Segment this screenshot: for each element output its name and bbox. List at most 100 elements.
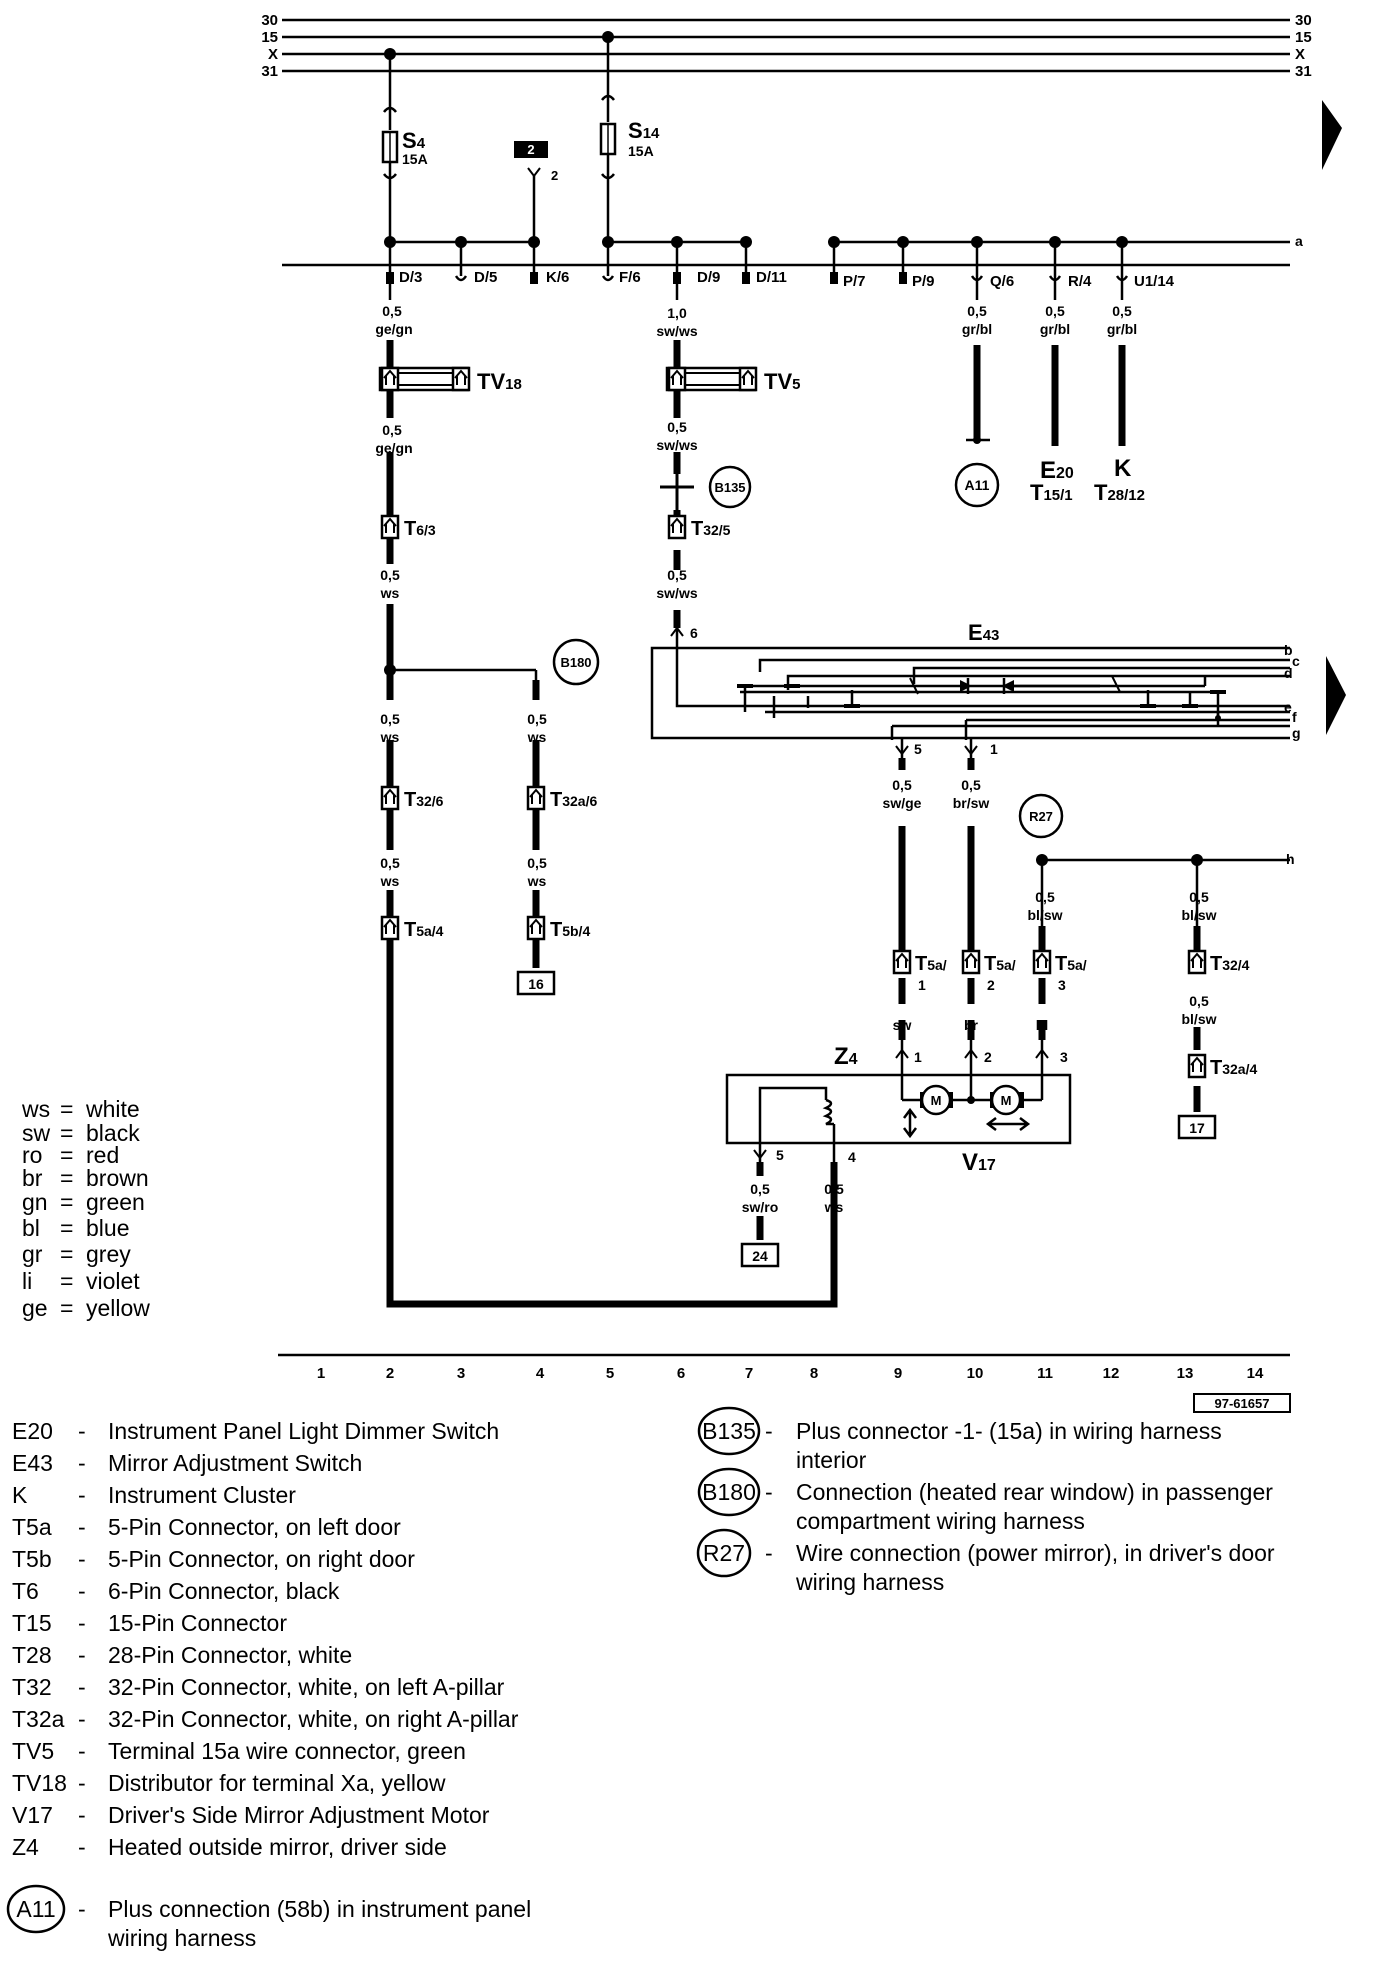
svg-text:0,5bl/sw: 0,5bl/sw — [1181, 889, 1216, 923]
ck-3-eq: = — [60, 1165, 73, 1191]
lg-11-dash: - — [78, 1770, 86, 1796]
w9-size: 0,5 — [967, 303, 987, 319]
connector-t5a-3: T5a/ 3 — [1032, 949, 1087, 993]
w5-size: 0,5 — [380, 855, 400, 871]
connector-t5a-2: T5a/ 2 — [961, 949, 1016, 993]
mirror-pin-3: 3 — [1060, 1049, 1068, 1065]
connector-t32-4: T32/4 — [1187, 949, 1250, 975]
t5a-2-sub: 5a/ — [996, 957, 1016, 973]
bus-labels-left: 30 15 X 31 — [261, 12, 278, 80]
svg-text:T15/1: T15/1 — [1030, 480, 1073, 505]
ck-1-code: sw — [22, 1120, 51, 1146]
svg-text:K-Instrument Cluster: K-Instrument Cluster — [12, 1482, 296, 1508]
svg-text:T5a/: T5a/ — [915, 953, 947, 975]
ck-8-name: yellow — [86, 1295, 150, 1321]
connector-t5a-1: T5a/ 1 — [892, 949, 947, 993]
svg-text:0,5br/sw: 0,5br/sw — [953, 777, 990, 811]
lr-0-code: B135 — [702, 1418, 756, 1444]
fuse-s4: S4 15A — [381, 54, 428, 242]
fuse-s4-label: S — [402, 128, 417, 153]
power-bus: 30 15 X 31 30 15 X 31 — [261, 12, 1346, 735]
a11-label: A11 — [965, 477, 990, 493]
motor-2 — [990, 1084, 1022, 1116]
w19-size: 0,5 — [750, 1181, 770, 1197]
ref-17: 17 — [1177, 1114, 1217, 1140]
lr-0-line2: interior — [796, 1447, 867, 1473]
doc-number: 97-61657 — [1193, 1393, 1291, 1413]
svg-text:ge=yellow: ge=yellow — [22, 1295, 150, 1321]
legend-a11-line2: wiring harness — [107, 1925, 256, 1951]
svg-text:T5a-5-Pin Connector, on left d: T5a-5-Pin Connector, on left door — [12, 1514, 401, 1540]
b135-splice: B135 — [660, 465, 752, 510]
svg-text:T15-15-Pin Connector: T15-15-Pin Connector — [12, 1610, 287, 1636]
svg-text:V17-Driver's Side Mirror Adjus: V17-Driver's Side Mirror Adjustment Moto… — [12, 1802, 490, 1828]
r27-label: R27 — [1029, 809, 1053, 824]
lg-5-desc: 6-Pin Connector, black — [108, 1578, 340, 1604]
w8-color: sw/ws — [656, 585, 697, 601]
line-a: a — [282, 233, 1303, 267]
ck-2-code: ro — [22, 1142, 42, 1168]
w7-color: sw/ws — [656, 437, 697, 453]
svg-text:0,5gr/bl: 0,5 gr/bl — [962, 303, 992, 337]
svg-text:0,5bl/sw: 0,5bl/sw — [1027, 889, 1062, 923]
ck-7-eq: = — [60, 1268, 73, 1294]
svg-text:gn=green: gn=green — [22, 1189, 145, 1215]
track-13: 13 — [1177, 1365, 1194, 1382]
motor-1-label: M — [931, 1093, 942, 1108]
ck-1-eq: = — [60, 1120, 73, 1146]
lr-1-line1: Connection (heated rear window) in passe… — [796, 1479, 1273, 1505]
bus-label-x: X — [268, 46, 278, 63]
ck-6-eq: = — [60, 1241, 73, 1267]
continue-arrow-top — [1322, 100, 1342, 170]
mirror-pin-4: 4 — [848, 1149, 856, 1165]
fuse-s14-sub: 14 — [643, 125, 660, 142]
svg-text:TV18: TV18 — [477, 369, 522, 394]
lg-0-code: E20 — [12, 1418, 53, 1444]
legend-a11-line1: Plus connection (58b) in instrument pane… — [108, 1896, 531, 1922]
svg-text:T5a/: T5a/ — [1055, 953, 1087, 975]
track-11: 11 — [1037, 1365, 1053, 1382]
svg-text:0,5sw/ws: 0,5sw/ws — [656, 419, 697, 453]
e43-sub: 43 — [983, 627, 1000, 644]
lg-6-code: T15 — [12, 1610, 52, 1636]
w18-color: bl/sw — [1181, 1011, 1216, 1027]
e43-line-g: g — [1292, 725, 1301, 741]
w13-color: ws — [527, 873, 547, 889]
svg-text:E43: E43 — [968, 620, 999, 645]
motor-2-label: M — [1001, 1093, 1012, 1108]
e43-line-c: c — [1292, 653, 1300, 669]
svg-text:Z4-Heated outside mirror, driv: Z4-Heated outside mirror, driver side — [12, 1834, 447, 1860]
t5a-2-pin: 2 — [987, 977, 995, 993]
lg-12-code: V17 — [12, 1802, 53, 1828]
k-label: K — [1114, 455, 1132, 482]
svg-text:T32/4: T32/4 — [1210, 953, 1250, 975]
connector-t32-6: T32/6 — [380, 785, 444, 811]
ck-4-name: green — [86, 1189, 145, 1215]
e20-tsub: 15/1 — [1043, 487, 1072, 504]
svg-text:0,5ge/gn: 0,5ge/gn — [375, 422, 412, 456]
doc-number-label: 97-61657 — [1215, 1396, 1270, 1411]
w8-size: 0,5 — [667, 567, 687, 583]
svg-text:T32/5: T32/5 — [691, 518, 731, 540]
lg-12-desc: Driver's Side Mirror Adjustment Motor — [108, 1802, 490, 1828]
svg-text:E20: E20 — [1040, 457, 1074, 484]
t5a-3-label: T — [1055, 953, 1067, 975]
w9-color: gr/bl — [962, 321, 992, 337]
lg-1-desc: Mirror Adjustment Switch — [108, 1450, 362, 1476]
track-5: 5 — [606, 1365, 614, 1382]
lg-10-dash: - — [78, 1738, 86, 1764]
fuse-s4-rating: 15A — [402, 151, 428, 167]
t32a-6-sub: 32a/6 — [562, 793, 597, 809]
t32-6-label: T — [404, 789, 416, 811]
bus-label-31: 31 — [261, 63, 278, 80]
svg-text:0,5ws: 0,5ws — [527, 711, 547, 745]
svg-text:0,5bl/sw: 0,5bl/sw — [1181, 993, 1216, 1027]
ck-8-code: ge — [22, 1295, 48, 1321]
k-tsub: 28/12 — [1107, 487, 1145, 504]
svg-text:0,5sw/ge: 0,5sw/ge — [883, 777, 922, 811]
v17-label: V — [962, 1149, 978, 1176]
mirror-pin-1: 1 — [914, 1049, 922, 1065]
t32a-4-label: T — [1210, 1057, 1222, 1079]
tv5-label: TV — [764, 369, 792, 394]
ref-24: 24 — [740, 1242, 780, 1268]
